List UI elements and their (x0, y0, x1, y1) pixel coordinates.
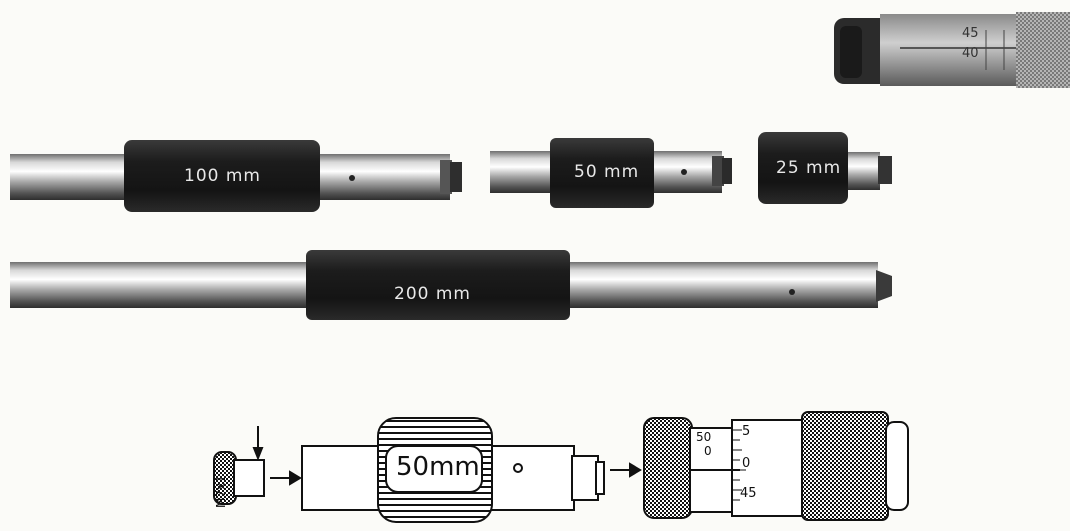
diagram-rod-label: 50mm (396, 452, 480, 482)
assembly-diagram (213, 411, 909, 523)
rod-50mm-photo (490, 138, 732, 208)
micrometer-head-photo (834, 12, 1070, 88)
rod-label-100mm: 100 mm (184, 166, 261, 186)
sleeve-mark-a: 50 (696, 430, 712, 444)
thimble-mark-mid: 0 (742, 456, 751, 471)
rod-200mm-photo (10, 250, 892, 320)
rod-label-200mm: 200 mm (394, 284, 471, 304)
thimble-mark-top: 5 (742, 424, 751, 439)
thread-label: M7x1 (214, 475, 228, 508)
rod-25mm-photo (758, 132, 892, 204)
sleeve-mark-b: 0 (704, 444, 712, 458)
rod-label-25mm: 25 mm (776, 158, 842, 178)
rod-100mm-photo (10, 140, 462, 212)
head-scale-top: 45 (962, 26, 979, 41)
rod-label-50mm: 50 mm (574, 162, 640, 182)
head-scale-bottom: 40 (962, 46, 979, 61)
thimble-mark-bottom: 45 (740, 486, 757, 501)
